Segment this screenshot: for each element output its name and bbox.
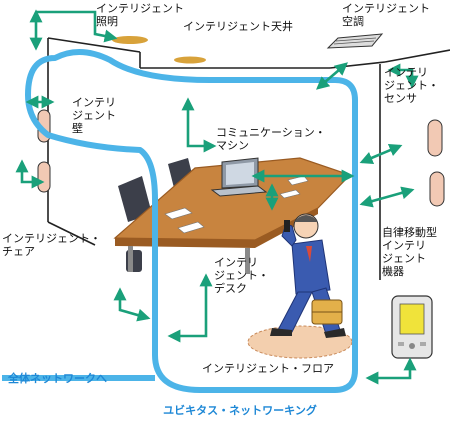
label-intelligent-chair: インテリジェント・ チェア <box>2 232 101 258</box>
network-loop <box>25 49 358 393</box>
laptop-icon <box>210 157 268 197</box>
sensor-panel-icon <box>427 119 443 157</box>
label-intelligent-ceiling: インテリジェント天井 <box>183 20 293 33</box>
label-communication-machine: コミュニケーション・ マシン <box>216 126 326 152</box>
label-autonomous-device: 自律移動型 インテリ ジェント 機器 <box>382 226 437 278</box>
wall-panel-icon <box>37 161 51 193</box>
label-intelligent-wall: インテリ ジェント 壁 <box>72 96 116 135</box>
connection-arrows <box>15 9 419 385</box>
label-to-global-network: 全体ネットワークへ <box>8 372 107 385</box>
pda-device-icon <box>391 295 433 359</box>
label-ubiquitous-networking: ユビキタス・ネットワーキング <box>163 404 317 417</box>
label-intelligent-aircon: インテリジェント 空調 <box>342 2 430 28</box>
sensor-panel-icon <box>429 171 445 207</box>
ceiling-light-icon <box>112 36 148 44</box>
room-walls <box>47 37 450 280</box>
air-conditioner-icon <box>326 33 384 49</box>
ceiling-light-icon <box>174 56 206 64</box>
label-intelligent-lighting: インテリジェント 照明 <box>96 2 184 28</box>
label-intelligent-sensor: インテリ ジェント・ センサ <box>384 66 439 105</box>
businessman-with-phone-icon <box>270 213 346 338</box>
label-intelligent-floor: インテリジェント・フロア <box>202 362 334 375</box>
label-intelligent-desk: インテリ ジェント・ デスク <box>214 256 269 295</box>
